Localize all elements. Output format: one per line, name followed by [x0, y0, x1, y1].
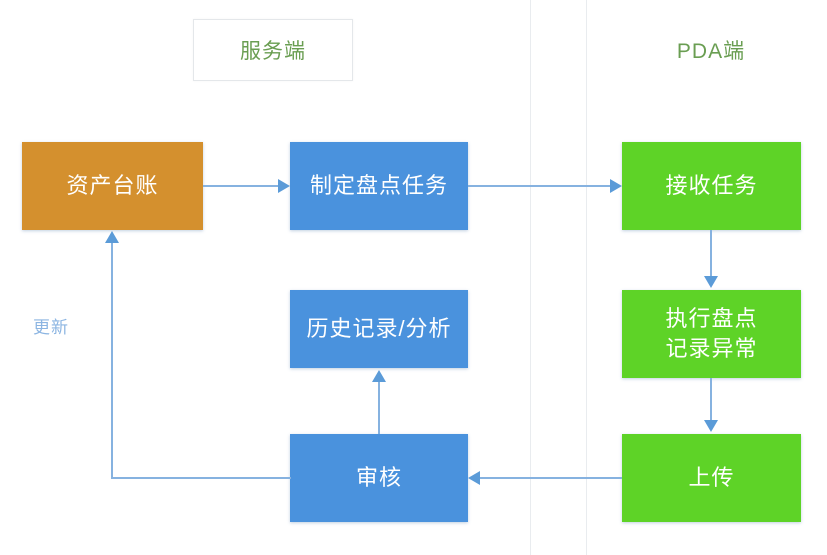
node-review-label: 审核	[355, 465, 402, 490]
node-receive-task-label: 接收任务	[665, 173, 758, 198]
node-history-analysis[interactable]: 历史记录/分析	[290, 290, 468, 368]
lane-header-pda: PDA端	[634, 30, 788, 70]
node-upload[interactable]: 上传	[622, 434, 801, 522]
connector-receive-to-execute	[710, 230, 712, 278]
lane-divider-2	[586, 0, 587, 555]
arrowhead-ledger-to-create	[278, 179, 290, 193]
node-receive-task[interactable]: 接收任务	[622, 142, 801, 230]
arrowhead-review-to-ledger	[105, 231, 119, 243]
connector-review-to-ledger-horizontal	[111, 477, 291, 479]
connector-create-to-receive	[468, 185, 613, 187]
connector-ledger-to-create	[203, 185, 281, 187]
node-create-task[interactable]: 制定盘点任务	[290, 142, 468, 230]
node-upload-label: 上传	[688, 465, 735, 490]
edge-label-update: 更新	[33, 318, 69, 337]
node-create-task-label: 制定盘点任务	[309, 173, 448, 198]
node-asset-ledger-label: 资产台账	[66, 173, 159, 198]
node-execute-inventory-label: 执行盘点 记录异常	[665, 306, 758, 361]
lane-header-server: 服务端	[193, 19, 353, 81]
connector-upload-to-review	[480, 477, 622, 479]
node-execute-inventory[interactable]: 执行盘点 记录异常	[622, 290, 801, 378]
lane-header-pda-label: PDA端	[676, 40, 746, 63]
arrowhead-receive-to-execute	[704, 276, 718, 288]
connector-review-to-history	[378, 382, 380, 434]
arrowhead-create-to-receive	[610, 179, 622, 193]
node-asset-ledger[interactable]: 资产台账	[22, 142, 203, 230]
arrowhead-execute-to-upload	[704, 420, 718, 432]
arrowhead-review-to-history	[372, 370, 386, 382]
connector-execute-to-upload	[710, 378, 712, 422]
arrowhead-upload-to-review	[468, 471, 480, 485]
node-history-analysis-label: 历史记录/分析	[306, 316, 452, 341]
node-review[interactable]: 审核	[290, 434, 468, 522]
lane-header-server-label: 服务端	[240, 40, 306, 63]
connector-review-to-ledger-vertical	[111, 243, 113, 479]
lane-divider-1	[530, 0, 531, 555]
